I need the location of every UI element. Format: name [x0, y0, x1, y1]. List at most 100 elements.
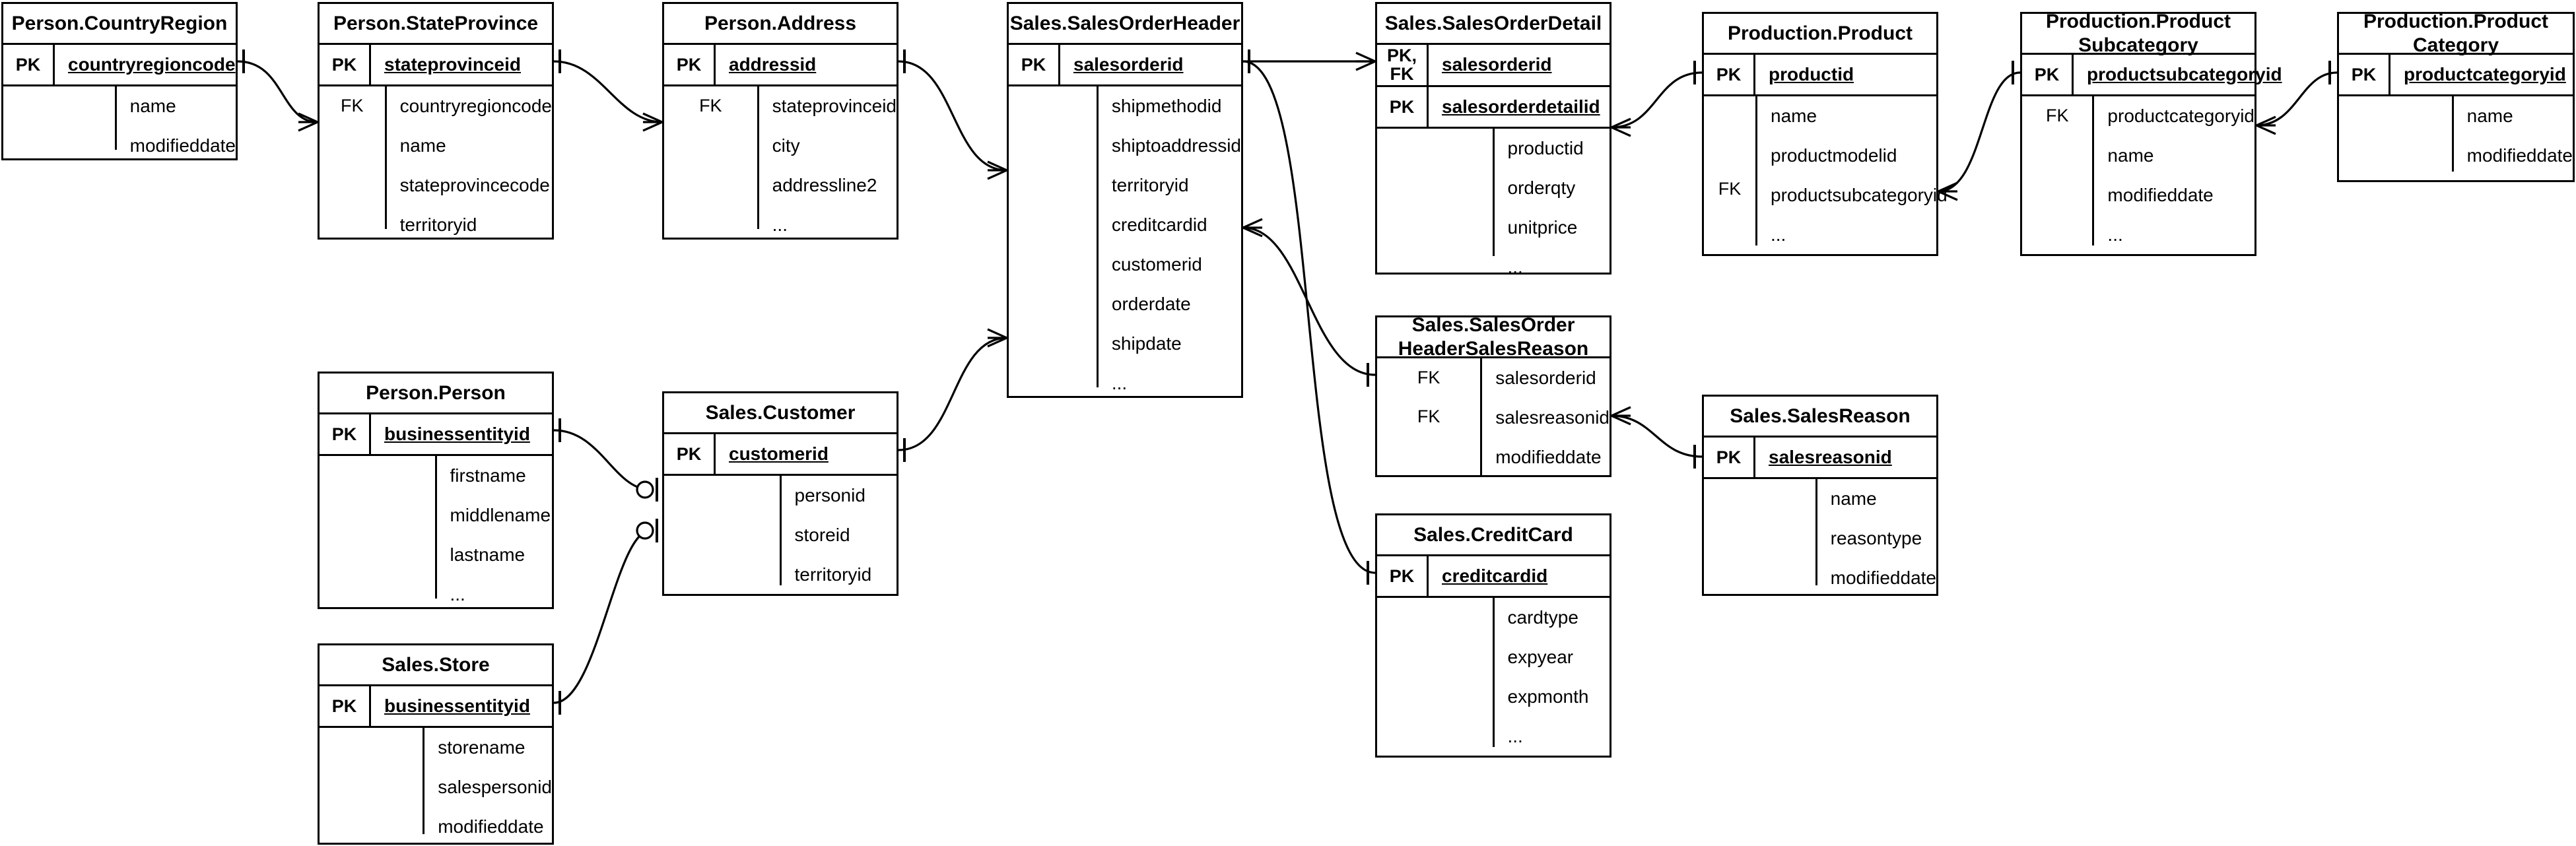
- attribute-tag: FK: [1718, 179, 1742, 199]
- attribute-tag-column: [1704, 479, 1817, 585]
- attribute-tag: [1377, 672, 1493, 710]
- attribute-name: modifieddate: [1830, 568, 1936, 588]
- attribute-group: name modifieddate: [2339, 96, 2573, 172]
- link-salesorderheader-salesorderdetail: [1243, 49, 1376, 73]
- key-field-name: salesreasonid: [1769, 447, 1892, 467]
- link-salesorderheader-creditcard: [1242, 60, 1376, 585]
- attribute-tag: [1009, 350, 1097, 387]
- entity-title: Person.StateProvince: [320, 4, 552, 45]
- attribute-tag: [1009, 124, 1097, 162]
- attribute-name: storename: [438, 737, 525, 758]
- key-tag: PK: [3, 45, 55, 84]
- attribute-tag: [1377, 129, 1493, 160]
- key-field-name: salesorderid: [1442, 54, 1552, 75]
- attribute-tag: [320, 728, 423, 764]
- attribute-name: salesreasonid: [1495, 407, 1610, 428]
- key-field-name: customerid: [729, 443, 829, 464]
- attribute-name: firstname: [450, 465, 526, 486]
- attribute-tag: [1377, 436, 1480, 475]
- attribute-name: orderqty: [1507, 177, 1576, 198]
- key-field-name: businessentityid: [384, 424, 530, 444]
- attribute-name: productcategoryid: [2107, 106, 2254, 126]
- attribute-tag: [1009, 237, 1097, 275]
- attribute-name: modifieddate: [2466, 145, 2573, 166]
- attribute-tag: FK: [2045, 106, 2069, 125]
- key-tag: PK: [320, 686, 371, 726]
- attribute-tag: [1377, 192, 1493, 224]
- key-row[interactable]: PK productcategoryid: [2339, 55, 2573, 96]
- attribute-tag: [320, 563, 435, 599]
- attribute-name: orderdate: [1111, 294, 1191, 314]
- attribute-name: modifieddate: [2107, 185, 2214, 205]
- attribute-tag-column: FK: [664, 86, 759, 229]
- attribute-name: unitprice: [1507, 216, 1578, 238]
- attribute-name: ...: [772, 214, 788, 235]
- attribute-name: creditcardid: [1111, 214, 1207, 235]
- key-field-name: productsubcategoryid: [2087, 64, 2282, 84]
- attribute-name-column: name modifieddate: [2454, 96, 2573, 172]
- attribute-tag: [1377, 598, 1493, 635]
- entity-title-line: Production.Product: [2046, 11, 2231, 33]
- key-tag: PK, FK: [1377, 45, 1429, 85]
- key-row[interactable]: PK, FK salesorderid: [1377, 45, 1610, 87]
- attribute-tag: [3, 118, 115, 150]
- key-field-name: productcategoryid: [2404, 64, 2566, 84]
- attribute-tag: [1377, 710, 1493, 748]
- key-tag: PK: [2022, 55, 2074, 94]
- key-row[interactable]: PK productsubcategoryid: [2022, 55, 2282, 96]
- attribute-tag: [1009, 275, 1097, 312]
- attribute-tag: [2339, 134, 2452, 172]
- key-tag: PK: [2339, 55, 2390, 94]
- attribute-tag-column: [1009, 86, 1099, 387]
- attribute-name: name: [2466, 106, 2513, 126]
- attribute-tag: [1009, 86, 1097, 124]
- key-tag: PK: [320, 45, 371, 84]
- attribute-name: name: [399, 135, 446, 156]
- key-tag: PK: [1704, 55, 1755, 94]
- attribute-tag: [1009, 162, 1097, 199]
- attribute-tag: [320, 764, 423, 799]
- entity-title-line: Subcategory: [2078, 34, 2198, 56]
- entity-title: Sales.CreditCard: [1377, 515, 1610, 556]
- attribute-tag-column: FK: [2022, 96, 2095, 245]
- attribute-tag: [320, 456, 435, 492]
